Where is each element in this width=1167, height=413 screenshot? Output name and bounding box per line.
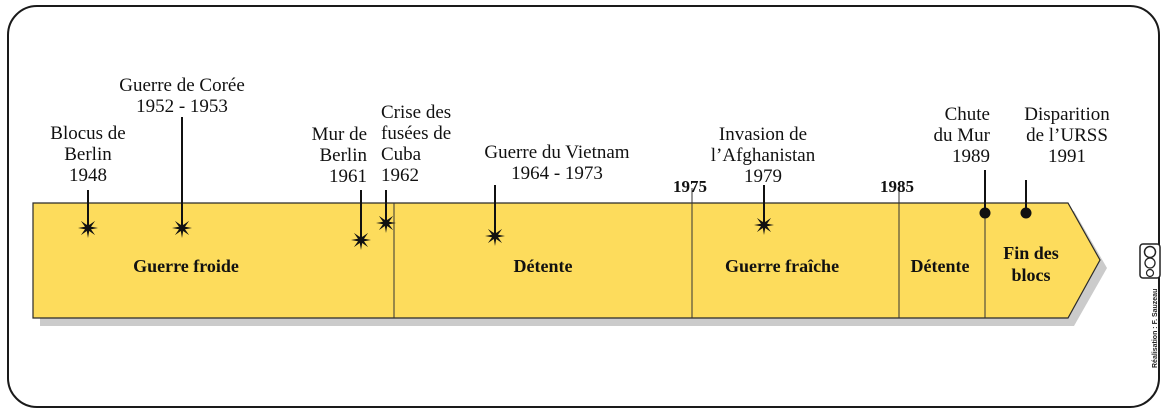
event-label-line: 1961 (329, 166, 367, 187)
period-fin-des-blocs: Fin des blocs (1003, 243, 1059, 285)
period-guerre-fraiche: Guerre fraîche (724, 256, 840, 276)
event-label-line: du Mur (933, 125, 990, 146)
event-label-line: Guerre de Corée (119, 75, 245, 96)
event-label-line: Blocus de (50, 123, 126, 144)
burst-icon (485, 226, 505, 246)
event-label-line: Crise des (381, 102, 452, 123)
event-label-line: 1979 (743, 166, 782, 187)
burst-icon (172, 218, 192, 238)
event-label-line: 1991 (1048, 146, 1086, 167)
burst-icon (376, 213, 396, 233)
dot-icon (979, 207, 991, 219)
event-label-line: Cuba (381, 144, 422, 165)
event-label-line: 1989 (952, 146, 990, 167)
event-label-line: l’Afghanistan (710, 145, 816, 166)
event-markers (78, 117, 1032, 250)
year-mark-1975: 1975 (673, 177, 707, 196)
event-label-line: Chute (944, 104, 990, 125)
period-guerre-froide: Guerre froide (133, 256, 239, 276)
band-arrow (32, 202, 1101, 319)
burst-icon (78, 218, 98, 238)
event-label-line: Guerre du Vietnam (484, 142, 630, 163)
event-label-line: fusées de (381, 123, 452, 144)
credit-text: Réalisation : F. Sauzeau (1152, 288, 1159, 368)
event-label-line: Mur de (311, 124, 367, 145)
event-label-line: 1964 - 1973 (511, 163, 603, 184)
event-label-line: 1952 - 1953 (136, 96, 228, 117)
burst-icon (351, 230, 371, 250)
event-label-line: 1948 (69, 165, 107, 186)
event-label-line: Berlin (319, 145, 368, 166)
period-detente-1: Détente (513, 256, 573, 276)
event-label-line: Berlin (64, 144, 112, 165)
event-label-line: Invasion de (718, 124, 808, 145)
burst-icon (754, 215, 774, 235)
dot-icon (1020, 207, 1032, 219)
period-detente-2: Détente (910, 256, 970, 276)
year-mark-1985: 1985 (880, 177, 914, 196)
event-label-line: 1962 (381, 165, 419, 186)
event-label-line: Disparition (1024, 104, 1110, 125)
event-label-line: de l’URSS (1026, 125, 1108, 146)
cc-license-icon (1139, 243, 1161, 279)
